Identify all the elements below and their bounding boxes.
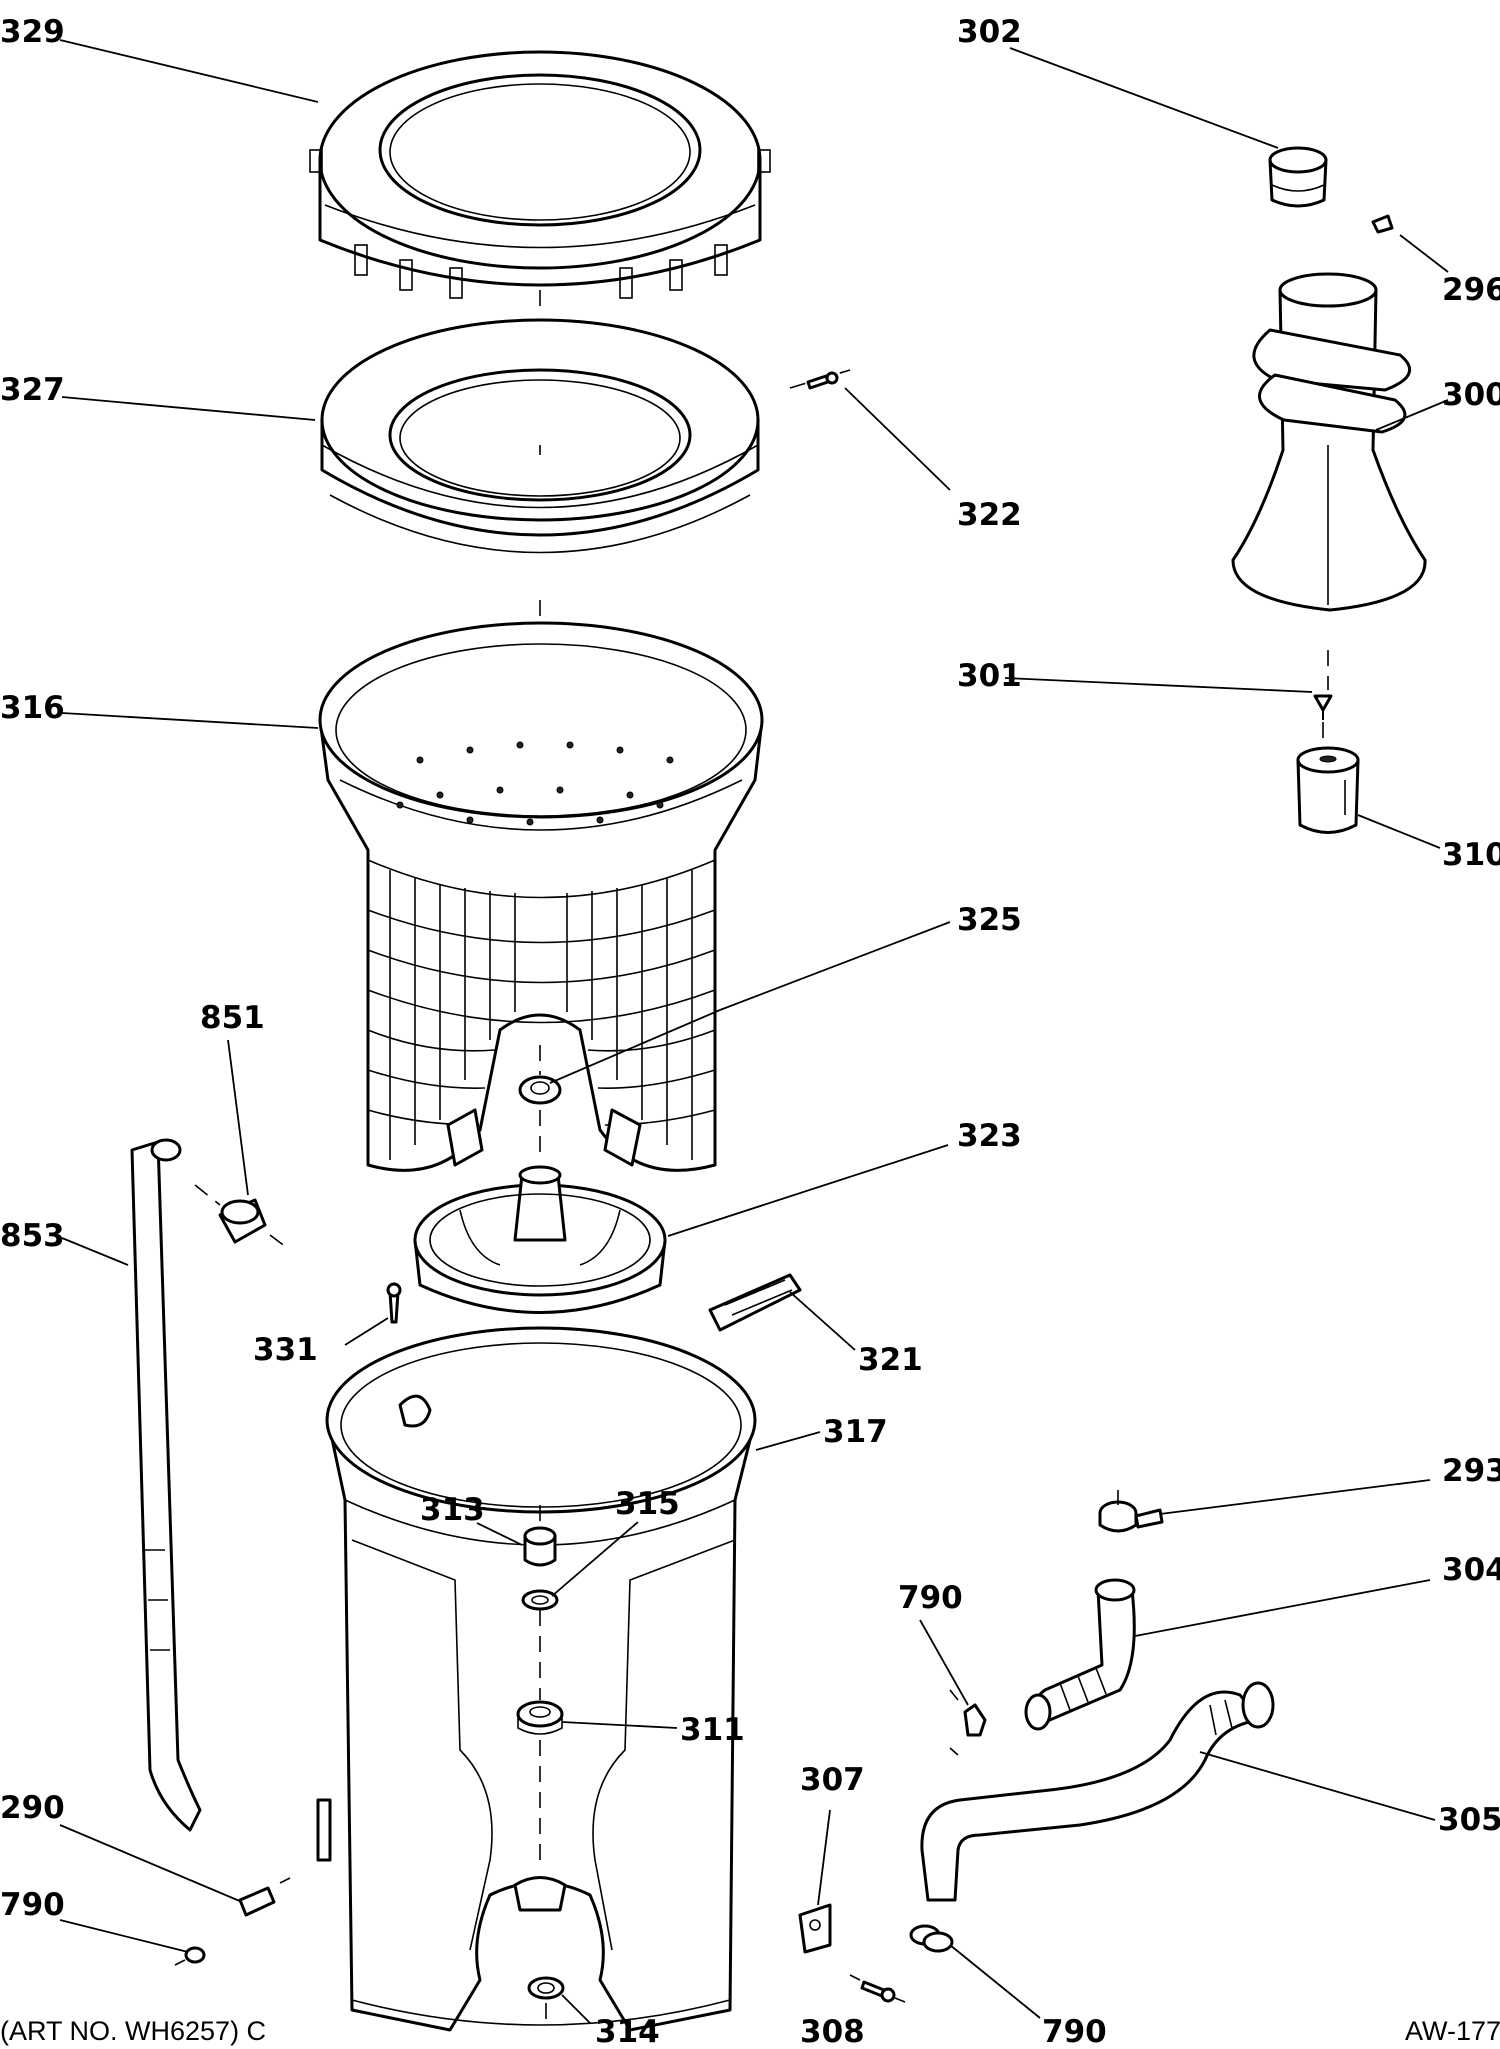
part-790-nut xyxy=(184,1946,206,1964)
part-305-drain-hose xyxy=(920,1681,1275,1902)
callout-322: 322 xyxy=(957,497,1022,533)
part-317-outer-tub xyxy=(316,1326,757,2032)
callout-313: 313 xyxy=(420,1492,485,1528)
callout-790-lower: 790 xyxy=(1042,2014,1107,2049)
part-325-nut xyxy=(518,1075,562,1105)
part-300-agitator xyxy=(1231,272,1427,612)
part-307-bracket xyxy=(798,1903,832,1954)
part-322-screw xyxy=(806,371,839,390)
part-316-wash-basket xyxy=(318,621,764,1172)
part-329-tub-cover xyxy=(309,50,771,299)
callout-301: 301 xyxy=(957,658,1022,694)
leader-lines xyxy=(59,39,1449,2024)
callout-307: 307 xyxy=(800,1762,865,1798)
callout-314: 314 xyxy=(595,2014,660,2049)
callout-790-left: 790 xyxy=(0,1887,65,1923)
part-331-screw xyxy=(386,1282,402,1324)
callout-290: 290 xyxy=(0,1790,65,1826)
callout-310: 310 xyxy=(1442,837,1500,873)
callout-331: 331 xyxy=(253,1332,318,1368)
callout-305: 305 xyxy=(1438,1802,1500,1838)
part-853-hose xyxy=(130,1138,202,1832)
part-314-seal xyxy=(527,1976,565,2000)
part-323-hub xyxy=(413,1165,667,1314)
callout-labels: 329 302 296 327 322 300 301 316 310 325 … xyxy=(0,14,1500,2049)
callout-304: 304 xyxy=(1442,1552,1500,1588)
callout-300: 300 xyxy=(1442,377,1500,413)
callout-853: 853 xyxy=(0,1218,65,1254)
callout-851: 851 xyxy=(200,1000,265,1036)
part-790-clip-upper xyxy=(963,1703,987,1737)
callout-325: 325 xyxy=(957,902,1022,938)
part-321-filter xyxy=(708,1273,802,1332)
callout-321: 321 xyxy=(858,1342,923,1378)
part-311-nut xyxy=(516,1700,564,1735)
part-293-clamp xyxy=(1098,1500,1164,1533)
part-790-clip-lower xyxy=(909,1924,954,1953)
art-number-label: (ART NO. WH6257) C xyxy=(0,2016,266,2046)
callout-302: 302 xyxy=(957,14,1022,50)
part-302-cap xyxy=(1268,146,1328,208)
callout-296: 296 xyxy=(1442,272,1500,308)
part-851-fitting xyxy=(218,1198,267,1244)
part-313-seal xyxy=(523,1526,557,1567)
part-290-pin xyxy=(238,1886,276,1917)
callout-316: 316 xyxy=(0,690,65,726)
callout-317: 317 xyxy=(823,1414,888,1450)
callout-323: 323 xyxy=(957,1118,1022,1154)
callout-327: 327 xyxy=(0,372,65,408)
callout-308: 308 xyxy=(800,2014,865,2049)
part-304-hose xyxy=(1024,1578,1136,1731)
part-327-balance-ring xyxy=(320,318,760,554)
callout-293: 293 xyxy=(1442,1453,1500,1489)
callout-790-upper: 790 xyxy=(898,1580,963,1616)
part-301-bolt xyxy=(1313,694,1333,720)
part-310-dog-cam xyxy=(1296,746,1360,834)
part-308-screw xyxy=(860,1980,896,2003)
callout-329: 329 xyxy=(0,14,65,50)
part-296-clip xyxy=(1371,214,1394,234)
callout-311: 311 xyxy=(680,1712,745,1748)
callout-315: 315 xyxy=(615,1486,680,1522)
assembly-axes xyxy=(174,290,1329,2020)
part-315-washer xyxy=(521,1589,559,1611)
diagram-code-label: AW-177 xyxy=(1405,2016,1500,2046)
